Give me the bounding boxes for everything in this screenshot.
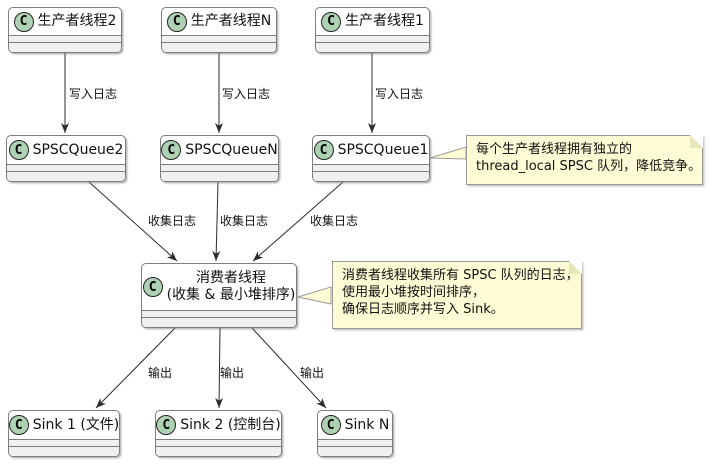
class-sink-2: C Sink 2 (控制台) (155, 410, 282, 457)
class-icon: C (320, 415, 341, 435)
edge-label-collect-log: 收集日志 (310, 214, 359, 228)
edge-label-collect-log: 收集日志 (148, 214, 197, 228)
class-sink-N: C Sink N (317, 410, 393, 457)
consumer-name-line1: 消费者线程 (196, 270, 266, 286)
methods-compartment (316, 42, 429, 52)
class-name: 消费者线程(收集 & 最小堆排序) (167, 270, 296, 304)
class-title: C 生产者线程2 (9, 8, 121, 35)
class-title: C 生产者线程N (162, 8, 276, 35)
class-consumer-thread: C 消费者线程(收集 & 最小堆排序) (141, 263, 297, 328)
note-line: 消费者线程收集所有 SPSC 队列的日志， (342, 268, 579, 283)
class-title: C 消费者线程(收集 & 最小堆排序) (142, 264, 296, 310)
fields-compartment (318, 439, 392, 446)
methods-compartment (142, 317, 296, 327)
class-title: C SPSCQueue2 (7, 136, 125, 164)
note-line: thread_local SPSC 队列，降低竞争。 (476, 159, 702, 174)
methods-compartment (161, 171, 278, 181)
methods-compartment (9, 446, 119, 456)
fields-compartment (161, 164, 278, 171)
fields-compartment (7, 164, 125, 171)
edge-label-write-log: 写入日志 (69, 87, 118, 101)
edge-consumer-sink1 (95, 327, 176, 409)
note-line: 使用最小堆按时间排序， (342, 285, 486, 300)
edge-label-write-log: 写入日志 (375, 87, 424, 101)
class-producer-thread-N: C 生产者线程N (161, 7, 277, 53)
class-title: C SPSCQueue1 (313, 136, 429, 164)
methods-compartment (7, 171, 125, 181)
class-name: Sink N (344, 416, 390, 433)
class-name: SPSCQueue2 (32, 141, 124, 158)
fields-compartment (9, 439, 119, 446)
class-title: C Sink N (318, 411, 392, 439)
class-icon: C (161, 140, 182, 160)
class-name: Sink 1 (文件) (32, 416, 120, 433)
class-name: SPSCQueueN (185, 141, 278, 158)
fields-compartment (156, 439, 281, 446)
class-name: 生产者线程N (190, 13, 272, 29)
edge-consumer-sink2 (215, 327, 224, 409)
note-line: 确保日志顺序并写入 Sink。 (342, 302, 504, 317)
edge-queueN-consumer (212, 181, 221, 262)
fields-compartment (9, 35, 121, 42)
class-spsc-queue-N: C SPSCQueueN (160, 135, 279, 182)
class-icon: C (142, 277, 163, 297)
methods-compartment (318, 446, 392, 456)
class-title: C SPSCQueueN (161, 136, 278, 164)
class-producer-thread-2: C 生产者线程2 (8, 7, 122, 53)
class-title: C Sink 2 (控制台) (156, 411, 281, 439)
class-icon: C (9, 415, 29, 435)
fields-compartment (316, 35, 429, 42)
class-icon: C (8, 140, 29, 160)
edge-label-output: 输出 (220, 366, 245, 380)
edge-queue1-consumer (252, 181, 344, 262)
class-icon: C (166, 11, 187, 32)
class-name: 生产者线程1 (345, 13, 424, 29)
fields-compartment (313, 164, 429, 171)
consumer-name-line2: (收集 & 最小堆排序) (166, 287, 296, 303)
edge-label-output: 输出 (300, 366, 325, 380)
class-icon: C (13, 11, 34, 32)
methods-compartment (313, 171, 429, 181)
class-spsc-queue-1: C SPSCQueue1 (312, 135, 430, 182)
note-queue: 每个生产者线程拥有独立的 thread_local SPSC 队列，降低竞争。 (466, 135, 703, 185)
class-title: C Sink 1 (文件) (9, 411, 119, 439)
class-icon: C (321, 11, 342, 32)
class-sink-1: C Sink 1 (文件) (8, 410, 120, 457)
fields-compartment (162, 35, 276, 42)
class-icon: C (313, 140, 334, 160)
methods-compartment (156, 446, 281, 456)
class-spsc-queue-2: C SPSCQueue2 (6, 135, 126, 182)
class-icon: C (156, 415, 177, 435)
methods-compartment (162, 42, 276, 52)
note-consumer: 消费者线程收集所有 SPSC 队列的日志， 使用最小堆按时间排序， 确保日志顺序… (332, 261, 582, 329)
edge-label-output: 输出 (148, 366, 173, 380)
edge-label-collect-log: 收集日志 (220, 214, 269, 228)
class-name: 生产者线程2 (37, 13, 117, 29)
note-connector-queue1 (429, 146, 467, 160)
class-name: SPSCQueue1 (337, 141, 429, 158)
note-line: 每个生产者线程拥有独立的 (476, 142, 633, 157)
class-name: Sink 2 (控制台) (180, 416, 281, 433)
methods-compartment (9, 42, 121, 52)
class-title: C 生产者线程1 (316, 8, 429, 35)
class-producer-thread-1: C 生产者线程1 (315, 7, 430, 53)
edge-label-write-log: 写入日志 (222, 87, 271, 101)
edge-queue2-consumer (88, 181, 178, 262)
fields-compartment (142, 310, 296, 317)
edge-consumer-sinkN (251, 327, 327, 409)
note-connector-consumer (297, 286, 332, 305)
